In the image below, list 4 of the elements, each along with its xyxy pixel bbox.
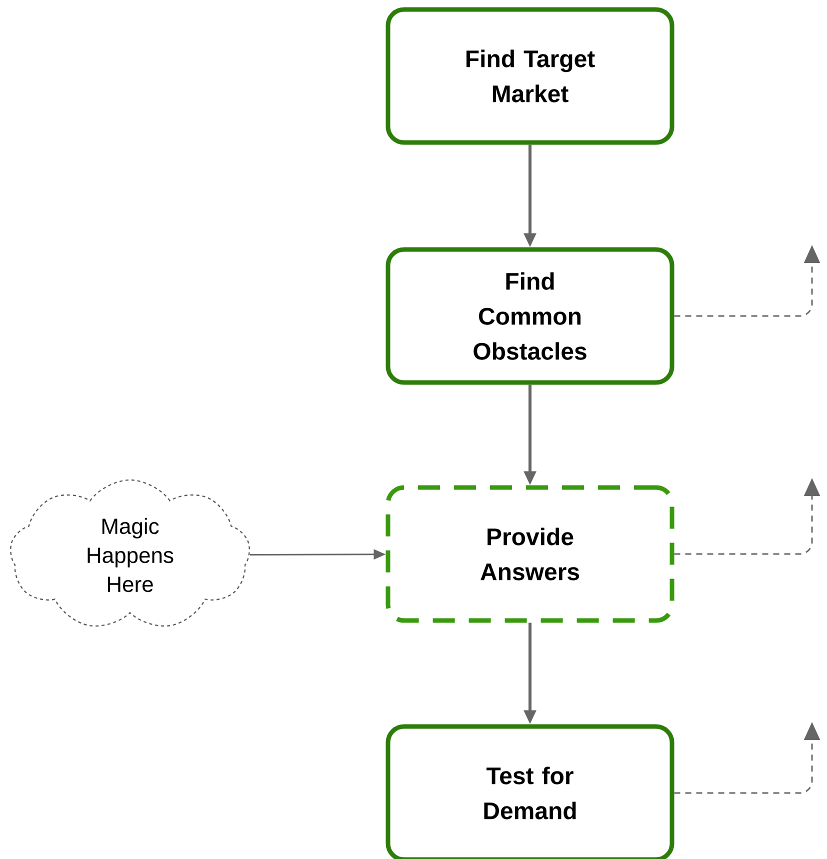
process-box: Find Common Obstacles xyxy=(386,247,674,385)
process-box: Test for Demand xyxy=(386,724,674,859)
process-box: Provide Answers xyxy=(386,485,674,623)
process-box: Find Target Market xyxy=(386,7,674,145)
